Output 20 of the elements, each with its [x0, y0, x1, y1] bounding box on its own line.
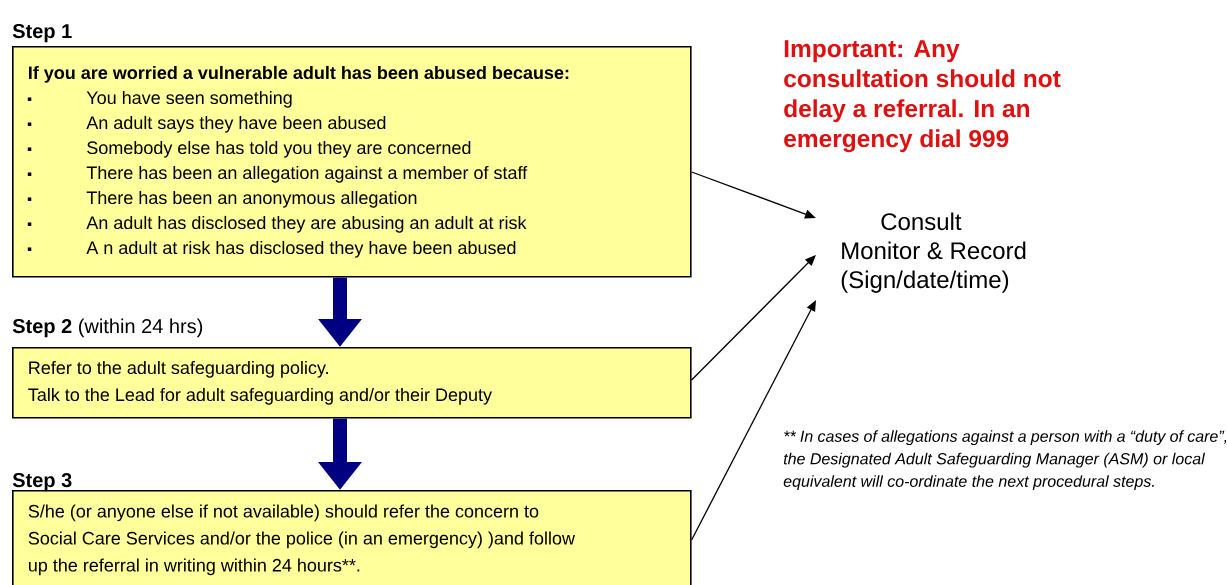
arrow: [690, 171, 816, 219]
bullet-item: There has been an allegation against a member of staff: [86, 165, 528, 183]
footnote: ** In cases of allegations against a person with a “duty of care”, the Designated Adult Safeguarding Manager (ASM) or local equivalent will co-ordinate the next procedural steps.: [783, 430, 1227, 491]
box-text: Refer to the adult safeguarding policy.: [29, 360, 328, 378]
arrow: [690, 300, 816, 541]
bullet-item: An adult has disclosed they are abusing an adult at risk: [86, 215, 527, 233]
box-text: Talk to the Lead for adult safeguarding and/or their Deputy: [28, 387, 492, 405]
arrow: [690, 255, 816, 381]
box-heading: If you are worried a vulnerable adult has been abused because:: [29, 65, 569, 83]
step-heading: Step 3: [12, 473, 72, 492]
warning-note: Important: Any consultation should not delay a referral. In an emergency dial 999: [784, 40, 1061, 153]
step-heading: Step 2 (within 24 hrs): [12, 318, 203, 338]
bullet-item: An adult says they have been abused: [86, 115, 386, 133]
bullet-item: There has been an anonymous allegation: [86, 190, 417, 208]
bullet-item: You have seen something: [86, 90, 292, 108]
box-text: S/he (or anyone else if not available) should refer the concern to Social Care Services and/or the police (in an emergency) )and follow up the referral in writing within 24 hours**.: [28, 504, 575, 576]
step-heading: Step 1: [12, 24, 72, 43]
bullet-item: Somebody else has told you they are concerned: [87, 140, 471, 158]
action-text: Consult Monitor & Record (Sign/date/time): [841, 212, 1026, 293]
bullet-item: A n adult at risk has disclosed they have been abused: [86, 240, 516, 258]
